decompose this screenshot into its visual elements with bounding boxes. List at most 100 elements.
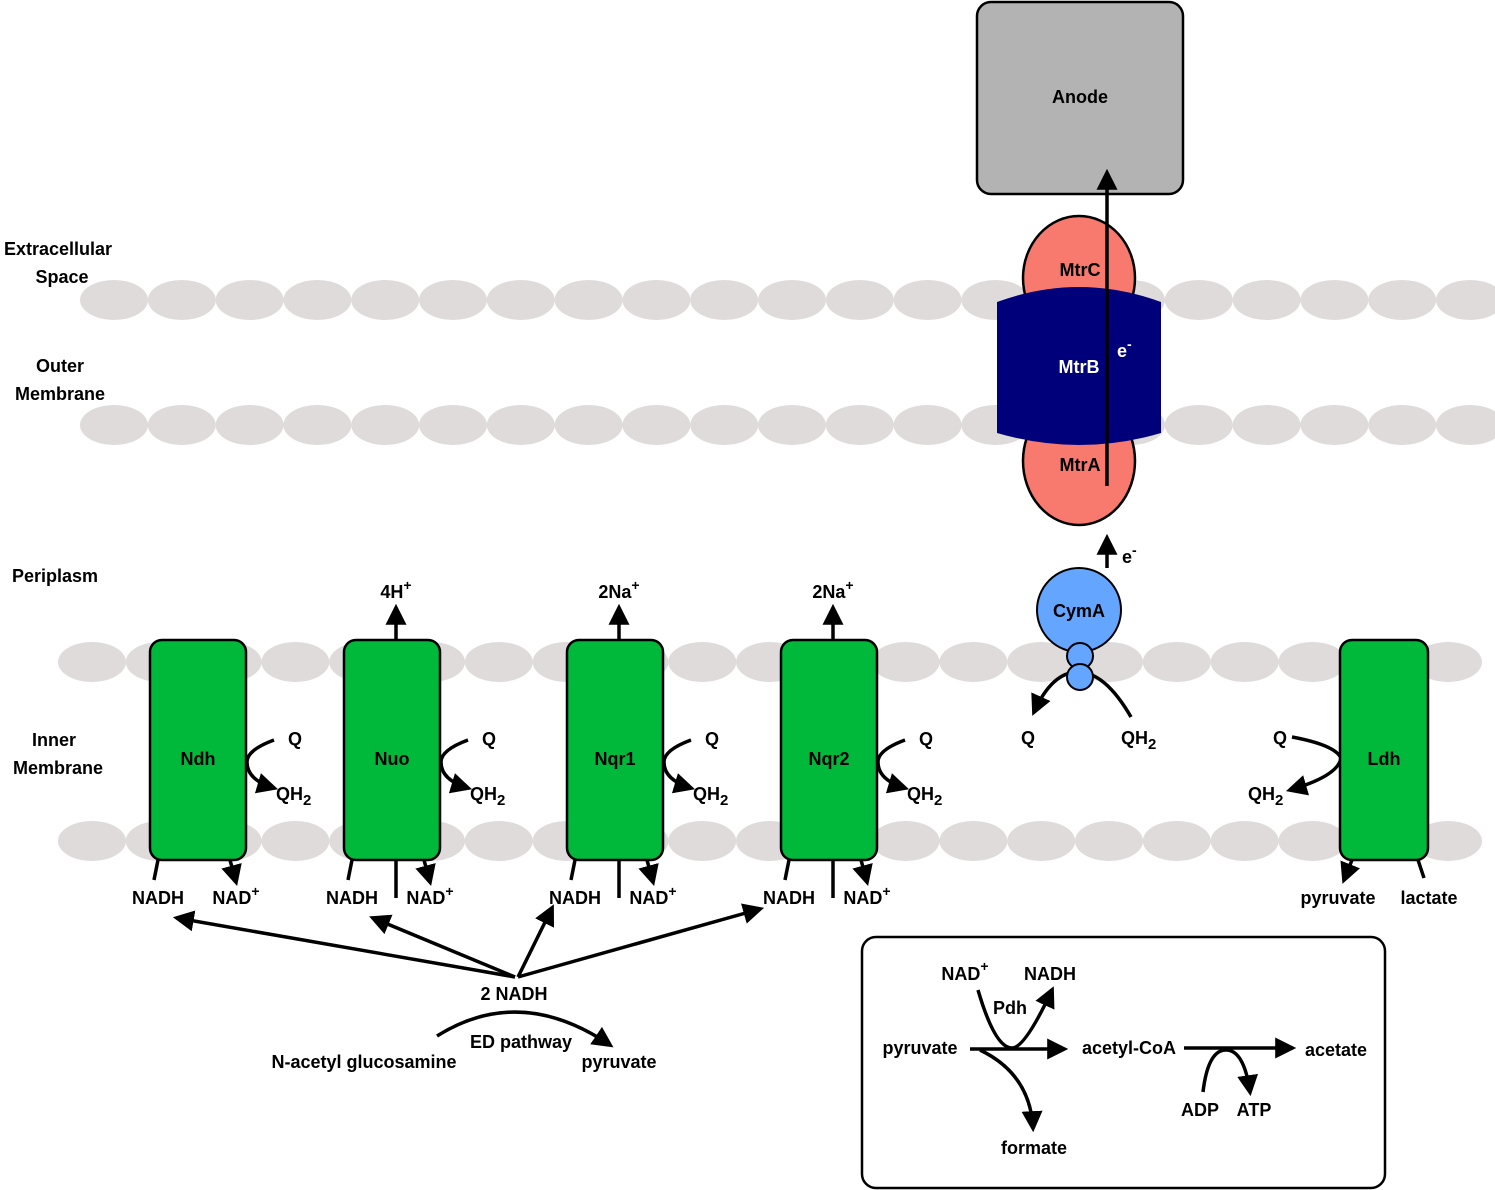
ldh-q-label: Q	[1273, 728, 1287, 748]
inset-box	[860, 935, 1387, 1190]
nuo-quinone-arrow	[439, 738, 473, 794]
nqr1-nad-arrow	[638, 859, 659, 887]
outer-membrane-lipid	[690, 280, 759, 320]
nqr1-qh2-label: QH2	[693, 784, 728, 809]
outer-membrane-lipid	[419, 280, 487, 320]
anode-box	[975, 0, 1185, 196]
outer-membrane-lipid	[622, 405, 691, 445]
inset-adp-label: ADP	[1181, 1100, 1219, 1120]
ndh-nad-label: NAD+	[212, 883, 259, 908]
inner-membrane-lipid	[871, 642, 940, 682]
outer-membrane-lipid	[1164, 405, 1233, 445]
nuo-nadh-line	[346, 859, 354, 881]
inner-membrane-lipid	[1007, 821, 1076, 861]
mtrb-electron-label: e-	[1117, 336, 1132, 361]
inset-nadh-label: NADH	[1024, 964, 1076, 984]
inner-membrane-lipid	[1142, 642, 1211, 682]
nqr2-qh2-label: QH2	[907, 784, 942, 809]
inner-membrane-lipid	[1414, 821, 1482, 861]
inset-acetate-label: acetate	[1305, 1040, 1367, 1060]
pyruvate-metabolism-inset: NAD+ NADH Pdh pyruvate acetyl-CoA acetat…	[860, 935, 1387, 1190]
inner-membrane-lipid	[1414, 642, 1482, 682]
inner-membrane-lipid	[1007, 642, 1076, 682]
outer-membrane-lipid	[147, 405, 216, 445]
outer-membrane-lipid	[1300, 280, 1369, 320]
inner-membrane-label-2: Membrane	[13, 758, 103, 778]
adp-atp-arrow	[1201, 1048, 1259, 1097]
inset-atp-label: ATP	[1237, 1100, 1272, 1120]
nqr1-label: Nqr1	[594, 749, 635, 769]
cyma-electron-label: e-	[1122, 542, 1137, 567]
extracellular-label-2: Space	[35, 267, 88, 287]
nuo-q-label: Q	[482, 729, 496, 749]
outer-membrane-lipid	[758, 405, 826, 445]
pdh-label: Pdh	[993, 998, 1027, 1018]
inner-membrane-lipid	[1278, 642, 1347, 682]
nuo-label: Nuo	[375, 749, 410, 769]
ndh-quinone-arrow	[245, 738, 279, 794]
nuo-nad-label: NAD+	[406, 883, 453, 908]
periplasm-label: Periplasm	[12, 566, 98, 586]
ldh-qh2-label: QH2	[1248, 784, 1283, 809]
nadh-arrow-nuo	[369, 914, 516, 979]
outer-membrane-lipid	[351, 405, 420, 445]
ndh-nad-arrow	[221, 859, 242, 887]
outer-membrane-label-1: Outer	[36, 356, 84, 376]
nqr2-q-label: Q	[919, 729, 933, 749]
nuo-nadh-label: NADH	[326, 888, 378, 908]
nadh-arrow-ndh	[172, 910, 516, 979]
inner-membrane-lipid	[1210, 642, 1279, 682]
outer-membrane-lipid	[215, 405, 284, 445]
ldh-quinone-arrow	[1285, 735, 1343, 796]
mtrb-label: MtrB	[1059, 357, 1100, 377]
anode: Anode	[975, 0, 1185, 196]
ldh-pyruvate-arrow	[1340, 859, 1360, 884]
outer-membrane-lipid	[1436, 280, 1495, 320]
outer-membrane-lipid	[622, 280, 691, 320]
nqr1-nadh-label: NADH	[549, 888, 601, 908]
ldh: Ldh Q QH2 pyruvate lactate	[1248, 638, 1458, 908]
outer-membrane-lipid	[351, 280, 420, 320]
inset-pyruvate-label: pyruvate	[882, 1038, 957, 1058]
mtrb-shape	[997, 287, 1161, 445]
ed-pathway-arrow	[436, 1010, 614, 1048]
nuo-shape	[342, 638, 442, 862]
outer-membrane-lipid	[283, 280, 352, 320]
inset-formate-label: formate	[1001, 1138, 1067, 1158]
extracellular-label-1: Extracellular	[4, 239, 112, 259]
cyma: e- CymA Q QH2	[1021, 533, 1156, 753]
outer-membrane-label-2: Membrane	[15, 384, 105, 404]
nqr2-shape	[779, 638, 879, 862]
outer-membrane-lipid	[1436, 405, 1495, 445]
outer-membrane-lipid	[147, 280, 216, 320]
outer-membrane-lipid	[825, 405, 894, 445]
ed-pathway-label: ED pathway	[470, 1032, 572, 1052]
outer-membrane-lipid	[554, 280, 623, 320]
outer-membrane-lipid	[554, 405, 623, 445]
inner-membrane-lipid	[668, 821, 737, 861]
ndh-label: Ndh	[181, 749, 216, 769]
mtrc-label: MtrC	[1060, 260, 1101, 280]
inner-membrane-lipid	[464, 642, 533, 682]
nqr1-nadh-line	[569, 859, 577, 881]
inner-membrane-lipid	[261, 642, 330, 682]
outer-membrane-lipid	[1368, 280, 1437, 320]
inner-membrane-lipid	[58, 821, 126, 861]
nqr1-ion-label: 2Na+	[598, 577, 639, 602]
ldh-lactate-label: lactate	[1400, 888, 1457, 908]
outer-membrane-lipid	[893, 280, 962, 320]
inner-membrane-lipid	[939, 821, 1008, 861]
inner-membrane-lipid	[1210, 821, 1279, 861]
inset-acetylcoa-label: acetyl-CoA	[1082, 1038, 1176, 1058]
anode-label: Anode	[1052, 87, 1108, 107]
outer-membrane-lipid	[80, 280, 148, 320]
ldh-shape	[1338, 638, 1430, 862]
inner-membrane	[58, 642, 1482, 861]
nadh-arrow-nqr1	[516, 904, 554, 978]
pyruvate-to-formate-arrow	[979, 1048, 1043, 1133]
nqr2-label: Nqr2	[808, 749, 849, 769]
outer-membrane-lipid	[215, 280, 284, 320]
